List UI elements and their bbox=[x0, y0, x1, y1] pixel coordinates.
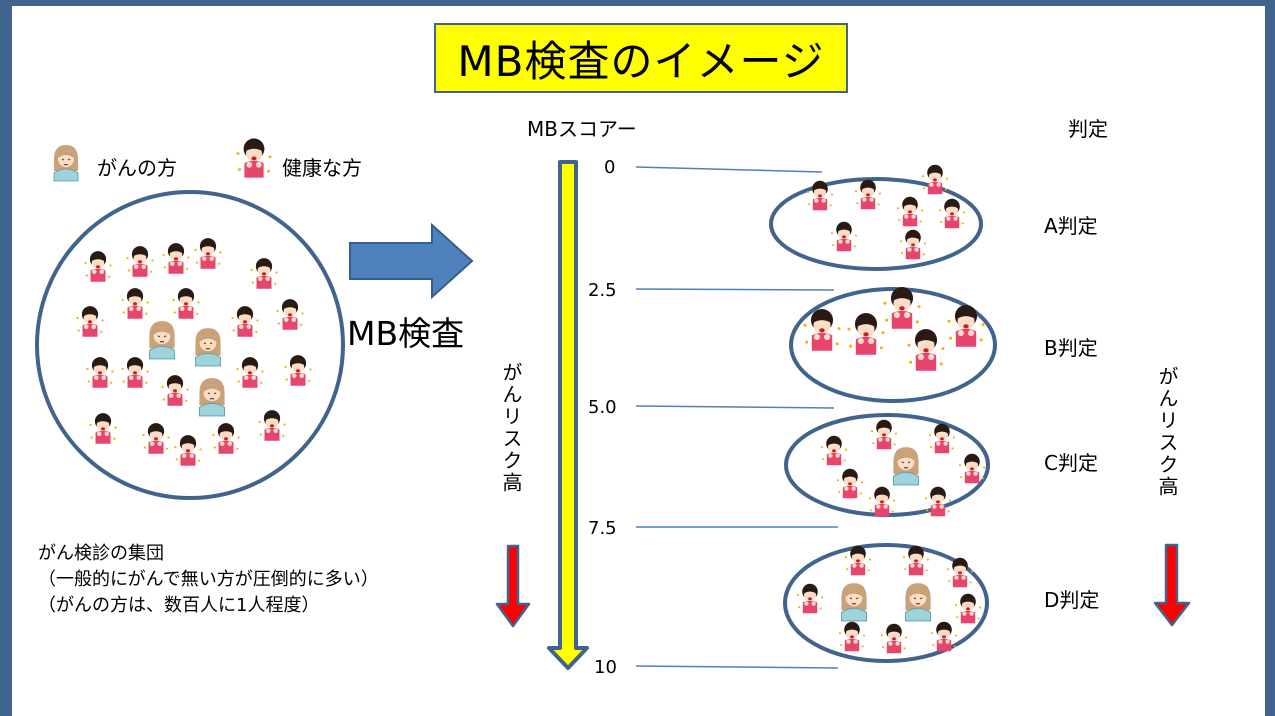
legend-healthy-icon bbox=[236, 138, 272, 178]
score-tick-7-5: 7.5 bbox=[588, 518, 617, 539]
caption-line-3: （がんの方は、数百人に1人程度） bbox=[38, 595, 320, 616]
group-b-label: B判定 bbox=[1044, 336, 1098, 360]
risk-arrow-left bbox=[495, 544, 531, 628]
score-tick-0: 0 bbox=[604, 157, 616, 178]
legend-cancer-icon bbox=[53, 144, 79, 182]
mb-test-arrow bbox=[349, 222, 474, 300]
score-line-5-0 bbox=[635, 405, 835, 409]
caption-line-1: がん検診の集団 bbox=[38, 543, 164, 564]
score-tick-5-0: 5.0 bbox=[588, 397, 617, 418]
risk-label-right: がんリスク高 bbox=[1155, 366, 1179, 498]
group-b-ellipse bbox=[789, 287, 997, 403]
page-title: MB検査のイメージ bbox=[457, 36, 825, 86]
group-a-label: A判定 bbox=[1044, 214, 1098, 238]
caption-line-2: （一般的にがんで無い方が圧倒的に多い） bbox=[38, 569, 379, 590]
score-line-2-5 bbox=[635, 288, 835, 291]
population-people bbox=[76, 238, 312, 466]
score-tick-2-5: 2.5 bbox=[588, 280, 617, 301]
risk-arrow-right bbox=[1153, 543, 1191, 627]
legend-cancer-label: がんの方 bbox=[97, 156, 177, 180]
score-tick-10: 10 bbox=[594, 657, 617, 678]
mb-test-label: MB検査 bbox=[347, 314, 465, 353]
group-d-label: D判定 bbox=[1044, 588, 1100, 612]
population-circle bbox=[35, 190, 345, 500]
group-c-label: C判定 bbox=[1044, 451, 1098, 475]
group-d-ellipse bbox=[783, 543, 989, 663]
judgement-header: 判定 bbox=[1068, 117, 1108, 141]
legend-healthy-label: 健康な方 bbox=[282, 156, 362, 180]
score-line-10 bbox=[635, 665, 839, 669]
score-line-0 bbox=[635, 166, 823, 173]
risk-label-left: がんリスク高 bbox=[499, 362, 523, 494]
score-bar bbox=[547, 160, 589, 670]
score-header: MBスコアー bbox=[527, 117, 637, 141]
title-box: MB検査のイメージ bbox=[434, 23, 848, 93]
population-caption: がん検診の集団 （一般的にがんで無い方が圧倒的に多い） （がんの方は、数百人に1… bbox=[38, 541, 379, 619]
